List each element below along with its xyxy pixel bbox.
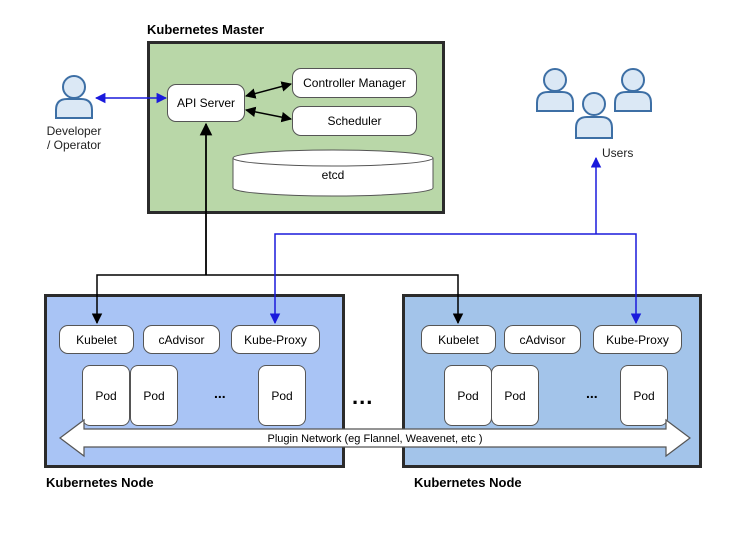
pod-left-3: Pod: [258, 365, 306, 426]
api-server-label: API Server: [176, 96, 236, 110]
controller-manager-box: Controller Manager: [292, 68, 417, 98]
kube-proxy-box-left: Kube-Proxy: [231, 325, 320, 354]
kube-proxy-label-right: Kube-Proxy: [606, 332, 669, 347]
plugin-network-label: Plugin Network (eg Flannel, Weavenet, et…: [267, 433, 483, 445]
cadvisor-label-left: cAdvisor: [158, 332, 205, 347]
users-kubeproxy-link-right: [596, 233, 642, 325]
etcd-label: etcd: [321, 168, 345, 182]
developer-label-line2: / Operator: [46, 138, 102, 152]
controller-manager-label: Controller Manager: [303, 76, 406, 90]
master-title: Kubernetes Master: [147, 22, 265, 37]
cadvisor-label-right: cAdvisor: [519, 332, 566, 347]
scheduler-label: Scheduler: [327, 114, 382, 128]
api-scheduler-link: [244, 106, 293, 123]
node-left-title: Kubernetes Node: [46, 475, 154, 490]
users-icon: [536, 68, 652, 139]
pod-left-1: Pod: [82, 365, 130, 426]
pod-ellipsis-right: ...: [586, 385, 598, 401]
pod-label: Pod: [95, 388, 117, 403]
kubelet-box-right: Kubelet: [421, 325, 496, 354]
plugin-network-arrow: [59, 418, 691, 458]
pod-label: Pod: [271, 388, 293, 403]
cadvisor-box-right: cAdvisor: [504, 325, 581, 354]
pod-ellipsis-left: ...: [214, 385, 226, 401]
pod-right-2: Pod: [491, 365, 539, 426]
pod-label: Pod: [633, 388, 655, 403]
api-kubelet-link-right: [206, 274, 464, 325]
users-label: Users: [602, 146, 634, 160]
developer-icon: [55, 75, 93, 119]
developer-label: Developer / Operator: [34, 124, 114, 152]
etcd-cylinder: [232, 149, 434, 197]
pod-left-2: Pod: [130, 365, 178, 426]
node-right-title: Kubernetes Node: [414, 475, 522, 490]
scheduler-box: Scheduler: [292, 106, 417, 136]
developer-label-line1: Developer: [46, 124, 102, 138]
kubelet-label-left: Kubelet: [76, 332, 117, 347]
api-server-box: API Server: [167, 84, 245, 122]
kube-proxy-label-left: Kube-Proxy: [244, 332, 307, 347]
kube-proxy-box-right: Kube-Proxy: [593, 325, 682, 354]
pod-label: Pod: [143, 388, 165, 403]
pod-right-3: Pod: [620, 365, 668, 426]
api-kubelet-link: [91, 274, 206, 325]
node-ellipsis: ...: [352, 384, 374, 409]
cadvisor-box-left: cAdvisor: [143, 325, 220, 354]
kubelet-box-left: Kubelet: [59, 325, 134, 354]
api-controller-link: [244, 81, 293, 99]
pod-label: Pod: [504, 388, 526, 403]
kubelet-label-right: Kubelet: [438, 332, 479, 347]
pod-label: Pod: [457, 388, 479, 403]
users-kubeproxy-link: [269, 233, 596, 325]
